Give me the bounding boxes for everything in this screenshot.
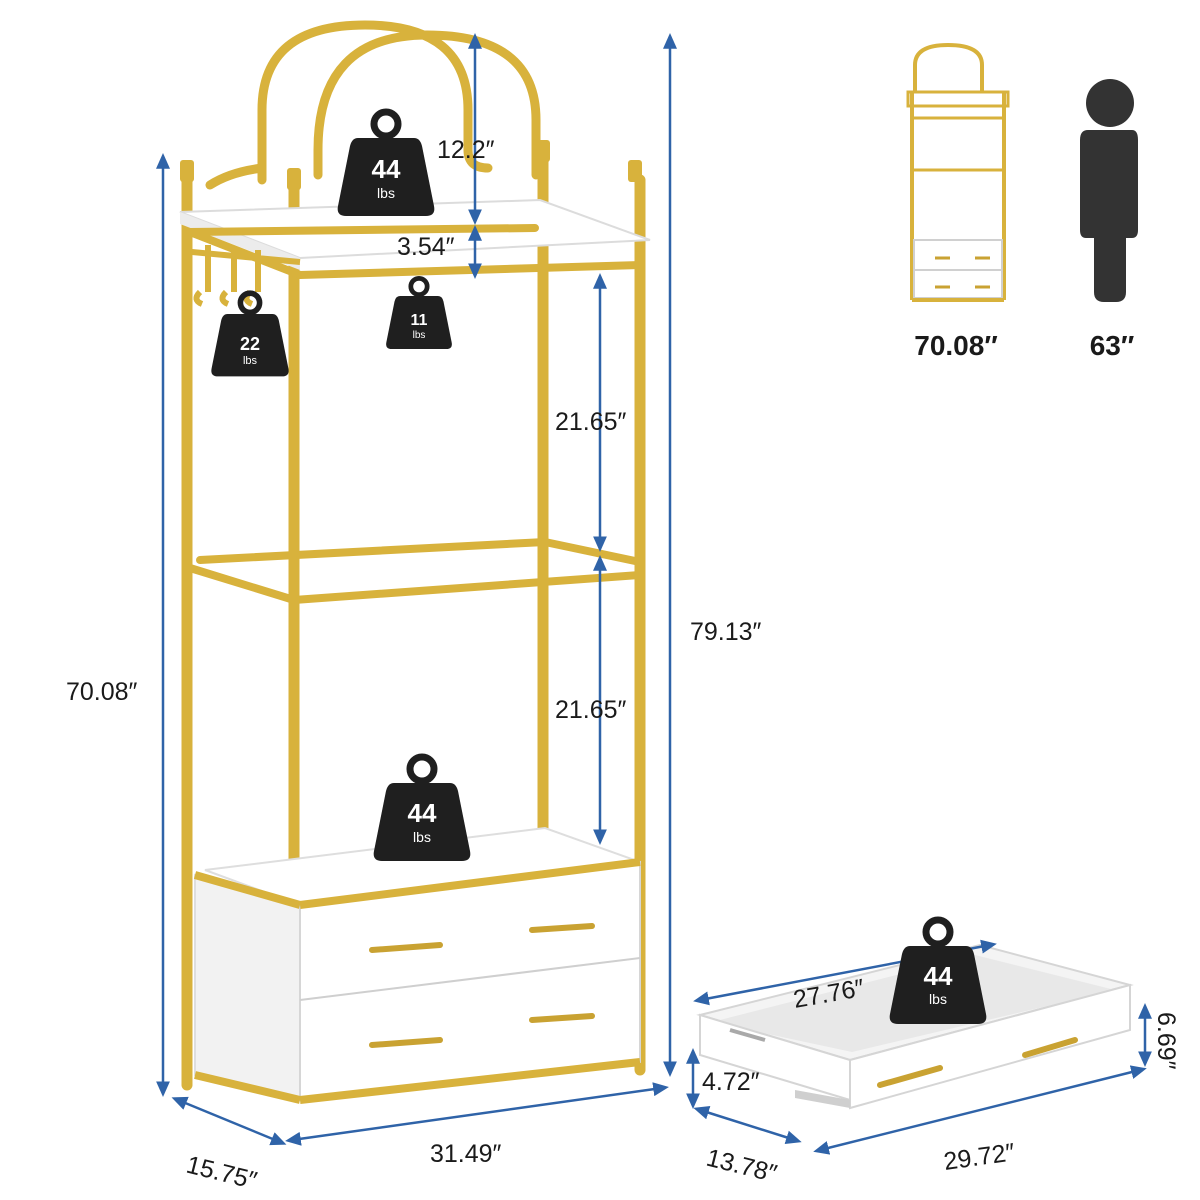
drawer-height-label: 6.69″ <box>1152 1012 1180 1070</box>
comparison-rack-height: 70.08″ <box>914 330 997 361</box>
drawer-depth-label: 13.78″ <box>704 1144 780 1188</box>
weight-unit: lbs <box>413 829 431 845</box>
hook-rail <box>191 245 301 307</box>
drawer-width-label: 29.72″ <box>942 1138 1017 1176</box>
width-line <box>285 1082 669 1146</box>
weight-value: 11 <box>411 312 428 329</box>
dimension-lines <box>156 33 677 1146</box>
weight-icon-drawer-top: 44 lbs <box>374 757 471 861</box>
weight-unit: lbs <box>413 330 426 341</box>
lower-compartment-label: 21.65″ <box>555 696 627 724</box>
width-label: 31.49″ <box>430 1140 502 1168</box>
arch-height-label: 12.2″ <box>437 136 495 164</box>
weight-unit: lbs <box>929 991 947 1007</box>
comparison-rack-miniature <box>906 42 1010 302</box>
depth-label: 15.75″ <box>184 1151 260 1195</box>
clothes-rack <box>179 20 651 1104</box>
drawer-width-line <box>813 1065 1147 1155</box>
weight-icon-hooks: 22 lbs <box>211 293 288 376</box>
comparison-person-height: 63″ <box>1090 330 1135 361</box>
drawer-inner-height-label: 4.72″ <box>702 1068 760 1096</box>
middle-crossbars <box>186 538 644 604</box>
weight-value: 44 <box>408 798 437 828</box>
weight-unit: lbs <box>377 185 395 201</box>
shelf-gap-label: 3.54″ <box>397 233 455 261</box>
depth-line <box>171 1096 287 1146</box>
frame-height-label: 70.08″ <box>66 678 138 706</box>
drawer-cabinet <box>193 826 641 1104</box>
person-silhouette-icon <box>1080 79 1138 302</box>
weight-icon-drawer-inner: 44 lbs <box>890 920 987 1024</box>
total-height-label: 79.13″ <box>690 618 762 646</box>
weight-value: 44 <box>372 154 401 184</box>
weight-icon-top-shelf: 44 lbs <box>338 112 435 216</box>
drawer-depth-line <box>693 1105 802 1145</box>
weight-value: 22 <box>240 334 260 354</box>
weight-value: 44 <box>924 961 953 991</box>
upper-compartment-label: 21.65″ <box>555 408 627 436</box>
weight-icon-hanging-rod: 11 lbs <box>386 278 452 349</box>
weight-unit: lbs <box>243 355 258 367</box>
